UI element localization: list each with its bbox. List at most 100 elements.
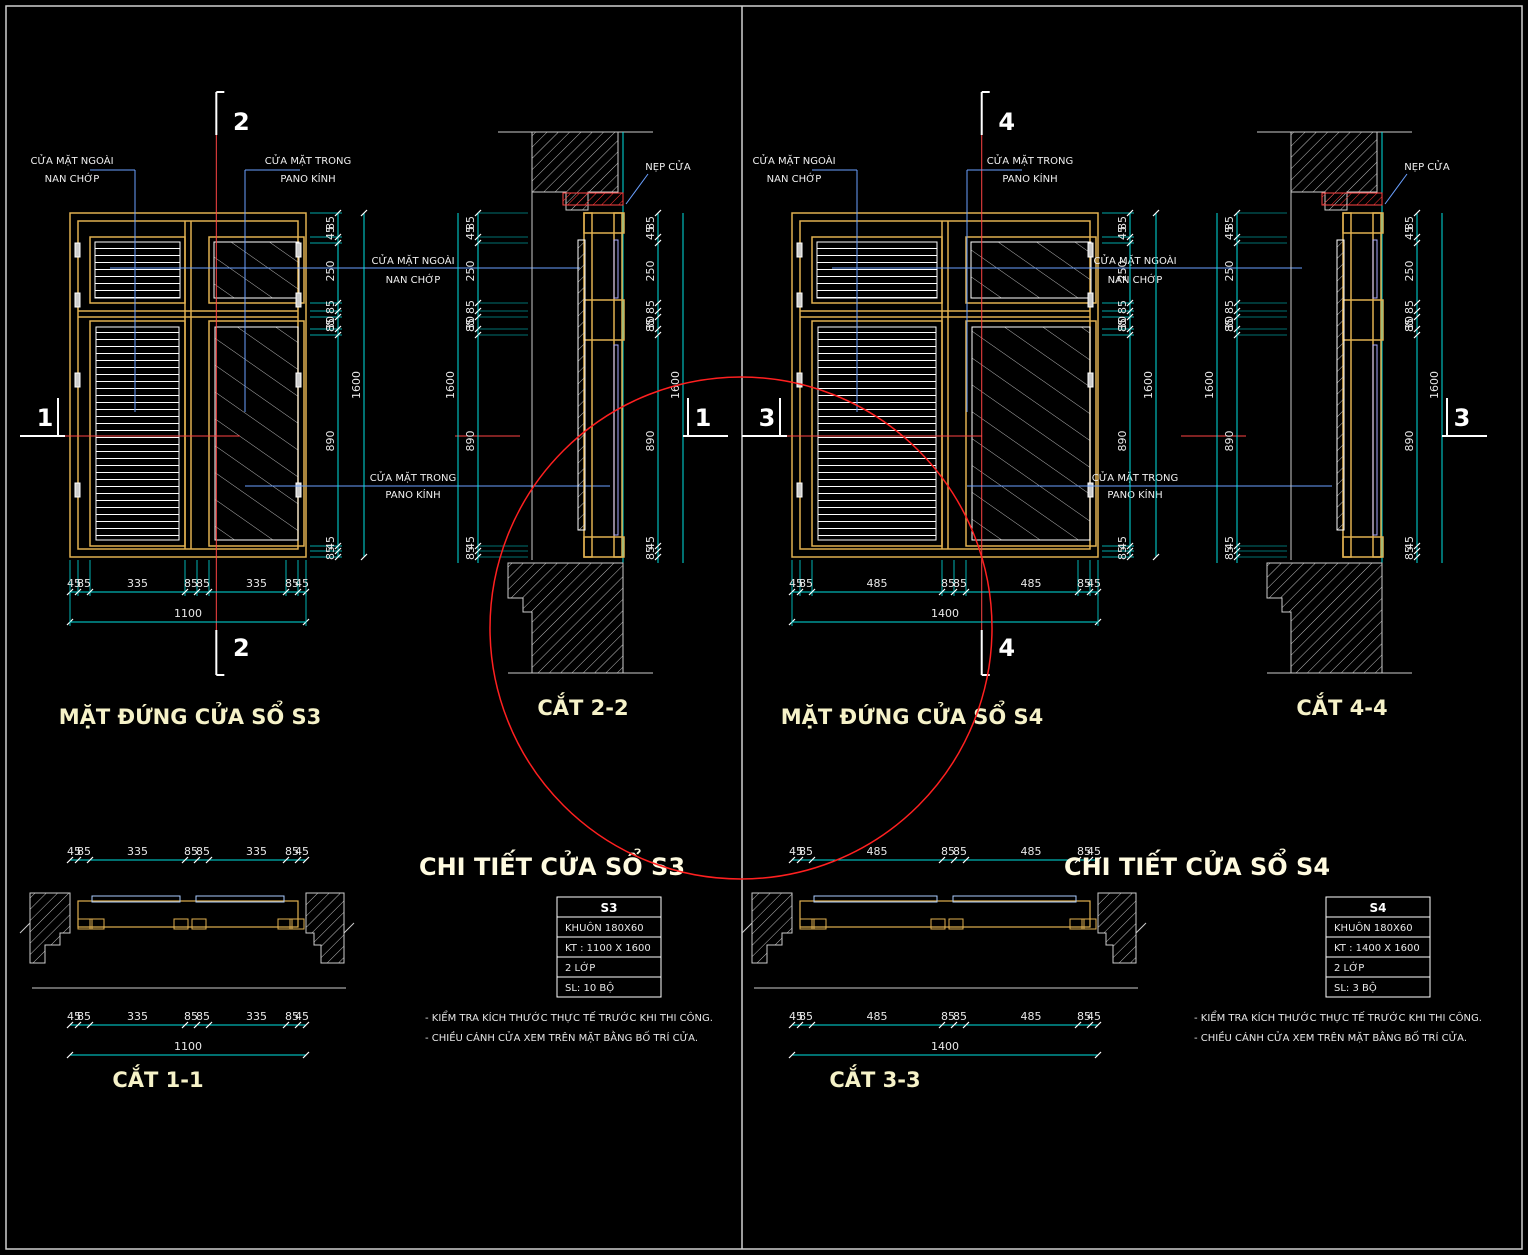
dim-total-height: 1600 bbox=[1428, 371, 1441, 399]
hinge-icon bbox=[74, 372, 81, 388]
dim-value-horizontal: 85 bbox=[285, 1010, 299, 1023]
sill-wall bbox=[1266, 562, 1383, 674]
dim-value-horizontal: 485 bbox=[1021, 1010, 1042, 1023]
callout-label: CỬA MẶT TRONG bbox=[1092, 470, 1179, 484]
dim-tick bbox=[1413, 307, 1421, 315]
dim-tick bbox=[282, 1021, 290, 1029]
dim-value-vertical: 85 bbox=[644, 300, 657, 314]
callout-label: CỬA MẶT NGOÀI bbox=[30, 153, 113, 167]
dim-value-vertical: 250 bbox=[644, 261, 657, 282]
dim-tick bbox=[360, 553, 368, 561]
dim-tick bbox=[66, 1051, 74, 1059]
dim-value-horizontal: 85 bbox=[77, 1010, 91, 1023]
note-line: - CHIỀU CÁNH CỬA XEM TRÊN MẶT BẰNG BỐ TR… bbox=[1194, 1030, 1467, 1044]
dim-value-vertical: 45 bbox=[1403, 536, 1416, 550]
dim-tick bbox=[1074, 856, 1082, 864]
dim-value-vertical: 30 bbox=[644, 316, 657, 330]
dim-tick bbox=[193, 588, 201, 596]
dim-tick bbox=[334, 325, 342, 333]
dim-tick bbox=[808, 1021, 816, 1029]
spec-table-head: S4 bbox=[1370, 901, 1387, 915]
dim-tick bbox=[66, 856, 74, 864]
dim-tick bbox=[1126, 542, 1134, 550]
dim-value-horizontal: 485 bbox=[867, 845, 888, 858]
dim-value-horizontal: 85 bbox=[941, 1010, 955, 1023]
dim-value-vertical: 85 bbox=[1223, 318, 1236, 332]
dim-value-horizontal: 45 bbox=[789, 1010, 803, 1023]
dim-tick bbox=[205, 1021, 213, 1029]
callout-label: CỬA MẶT TRONG bbox=[265, 153, 352, 167]
dim-value-horizontal: 85 bbox=[1077, 577, 1091, 590]
spec-table-row: KT : 1100 X 1600 bbox=[565, 943, 651, 954]
spec-table-row: 2 LỚP bbox=[565, 961, 595, 974]
callout-label: PANO KÍNH bbox=[1002, 172, 1057, 185]
section-frame-top bbox=[1342, 212, 1384, 234]
dim-value-vertical: 85 bbox=[324, 216, 337, 230]
upper-right-glass-frame bbox=[208, 236, 305, 304]
hinge-icon bbox=[796, 372, 803, 388]
dim-value-horizontal: 85 bbox=[1077, 845, 1091, 858]
hinge-icon bbox=[74, 292, 81, 308]
dim-tick bbox=[1126, 331, 1134, 339]
dim-tick bbox=[1126, 233, 1134, 241]
plan-wall-left bbox=[29, 892, 71, 964]
dim-tick bbox=[962, 1021, 970, 1029]
dim-tick bbox=[334, 313, 342, 321]
hinge-icon bbox=[796, 242, 803, 258]
dim-value-horizontal: 85 bbox=[799, 1010, 813, 1023]
plan-break bbox=[1135, 922, 1147, 934]
dim-tick bbox=[205, 588, 213, 596]
dim-tick bbox=[938, 588, 946, 596]
dim-value-horizontal: 335 bbox=[127, 577, 148, 590]
dim-value-vertical: 45 bbox=[1223, 226, 1236, 240]
spec-table-row: SL: 3 BỘ bbox=[1334, 981, 1377, 994]
dim-tick bbox=[1094, 1021, 1102, 1029]
dim-value-vertical: 30 bbox=[1116, 316, 1129, 330]
dim-value-vertical: 890 bbox=[324, 431, 337, 452]
dim-value-vertical: 85 bbox=[324, 546, 337, 560]
upper-left-louver bbox=[94, 241, 181, 299]
hinge-icon bbox=[295, 482, 302, 498]
dim-total-height: 1600 bbox=[444, 371, 457, 399]
dim-tick bbox=[1413, 331, 1421, 339]
dim-value-horizontal: 85 bbox=[285, 845, 299, 858]
markup-circle bbox=[489, 376, 993, 880]
dim-tick bbox=[788, 856, 796, 864]
dim-tick bbox=[1413, 553, 1421, 561]
dim-value-vertical: 85 bbox=[644, 216, 657, 230]
plan-frame-block bbox=[930, 918, 946, 930]
dim-total-height: 1600 bbox=[1203, 371, 1216, 399]
dim-value-vertical: 85 bbox=[1403, 318, 1416, 332]
dim-value-vertical: 250 bbox=[1116, 261, 1129, 282]
dim-value-vertical: 85 bbox=[644, 318, 657, 332]
dim-value-vertical: 30 bbox=[324, 316, 337, 330]
dim-value-vertical: 30 bbox=[1403, 316, 1416, 330]
dim-value-vertical: 85 bbox=[324, 318, 337, 332]
callout-label: PANO KÍNH bbox=[385, 488, 440, 501]
dim-value-horizontal: 335 bbox=[246, 845, 267, 858]
plan-frame-block bbox=[1069, 918, 1085, 930]
dim-value-vertical: 250 bbox=[464, 261, 477, 282]
section-frame-bot bbox=[583, 536, 625, 558]
dim-tick bbox=[654, 313, 662, 321]
plan-glass-right bbox=[952, 895, 1077, 903]
dim-value-horizontal: 45 bbox=[295, 577, 309, 590]
dim-value-vertical: 250 bbox=[324, 261, 337, 282]
dim-tick bbox=[654, 325, 662, 333]
dim-value-vertical: 45 bbox=[324, 226, 337, 240]
dim-value-horizontal: 45 bbox=[1087, 1010, 1101, 1023]
dim-tick bbox=[1126, 325, 1134, 333]
dim-value-vertical: 85 bbox=[1403, 216, 1416, 230]
plan-frame-block bbox=[277, 918, 293, 930]
callout-label: NAN CHỚP bbox=[45, 172, 100, 185]
dim-value-horizontal: 335 bbox=[246, 577, 267, 590]
dim-tick bbox=[334, 547, 342, 555]
dim-value-vertical: 85 bbox=[1223, 300, 1236, 314]
nep-cua-trim bbox=[562, 192, 624, 206]
dim-tick bbox=[86, 1021, 94, 1029]
dim-value-horizontal: 485 bbox=[867, 1010, 888, 1023]
callout-leader bbox=[1384, 173, 1408, 205]
section-frame-top bbox=[583, 212, 625, 234]
dim-tick bbox=[1126, 313, 1134, 321]
